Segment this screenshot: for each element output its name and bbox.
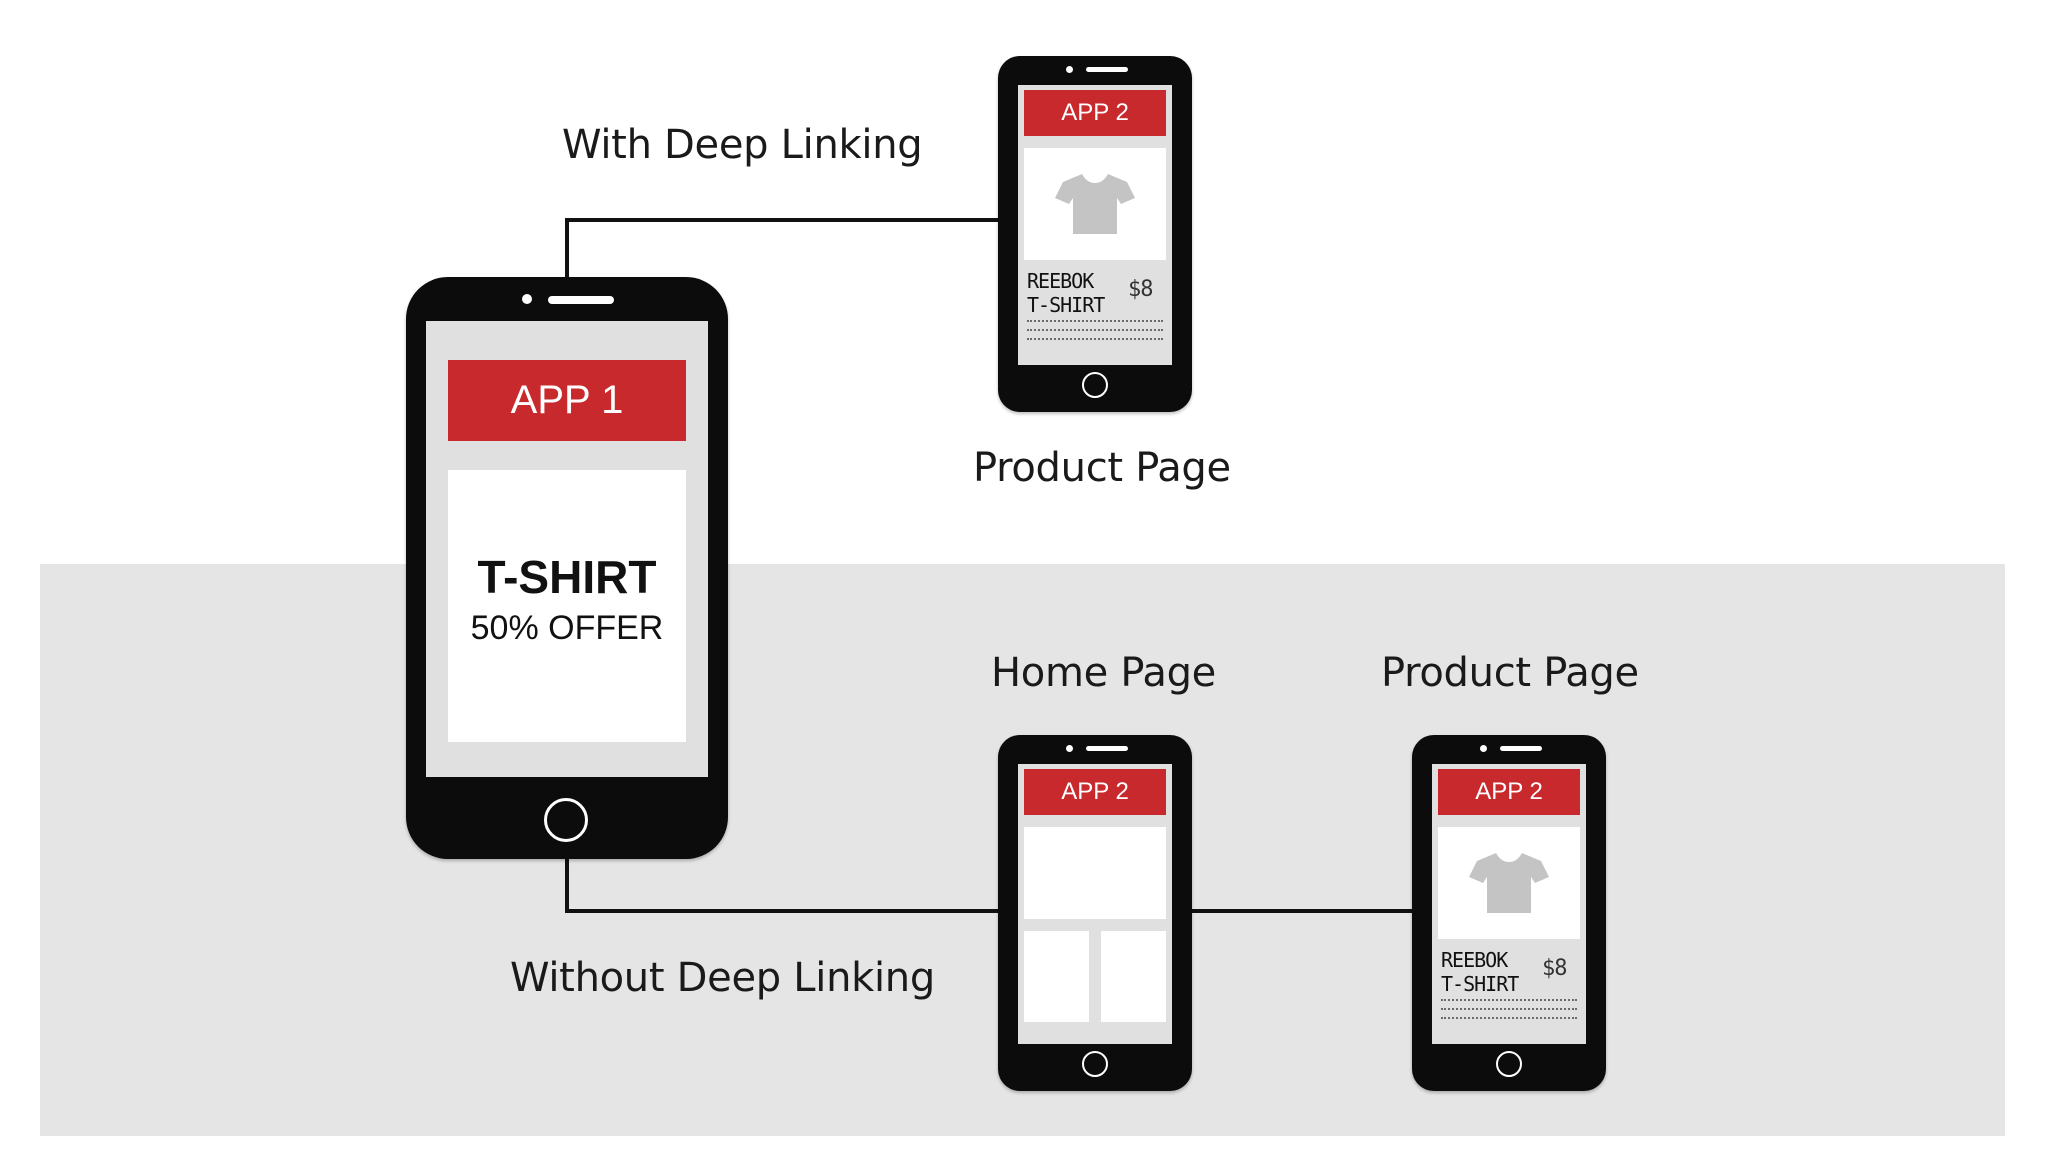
app2-title-bar: APP 2 — [1024, 769, 1166, 815]
app2-product-phone-bottom: APP 2 REEBOK T-SHIRT $8 — [1412, 735, 1606, 1091]
speaker-icon — [1086, 67, 1128, 72]
speaker-icon — [548, 296, 614, 304]
product-brand: REEBOK — [1027, 269, 1094, 293]
without-deep-linking-label: Without Deep Linking — [510, 955, 935, 1001]
product-description-lines — [1441, 999, 1577, 1026]
product-page-top-label: Product Page — [973, 445, 1231, 491]
product-image-panel — [1024, 148, 1166, 260]
home-button-icon — [1082, 1051, 1108, 1077]
product-type: T-SHIRT — [1441, 972, 1519, 996]
deep-link-connector — [565, 218, 998, 277]
app2-product-phone-top: APP 2 REEBOK T-SHIRT $8 — [998, 56, 1192, 412]
app2-title: APP 2 — [1061, 99, 1129, 126]
home-tile-right — [1101, 931, 1166, 1022]
speaker-icon — [1500, 746, 1542, 751]
offer-subtitle: 50% OFFER — [470, 609, 664, 647]
product-price: $8 — [1128, 277, 1153, 302]
camera-icon — [1480, 745, 1487, 752]
home-button-icon — [544, 798, 588, 842]
product-description-lines — [1027, 320, 1163, 347]
tshirt-icon — [1055, 174, 1135, 234]
with-deep-linking-label: With Deep Linking — [562, 122, 923, 168]
app1-phone: APP 1 T-SHIRT 50% OFFER — [406, 277, 728, 859]
product-brand: REEBOK — [1441, 948, 1508, 972]
speaker-icon — [1086, 746, 1128, 751]
app2-title-bar: APP 2 — [1438, 769, 1580, 815]
app2-title: APP 2 — [1475, 778, 1543, 805]
home-hero-panel — [1024, 827, 1166, 919]
tshirt-icon — [1469, 853, 1549, 913]
app2-home-phone: APP 2 — [998, 735, 1192, 1091]
product-price: $8 — [1542, 956, 1567, 981]
product-name: REEBOK T-SHIRT — [1441, 948, 1519, 996]
product-page-bottom-label: Product Page — [1381, 650, 1639, 696]
home-tile-left — [1024, 931, 1089, 1022]
app2-title-bar: APP 2 — [1024, 90, 1166, 136]
no-deep-link-connector — [565, 859, 998, 913]
camera-icon — [1066, 745, 1073, 752]
offer-title: T-SHIRT — [477, 551, 657, 603]
offer-banner[interactable]: T-SHIRT 50% OFFER — [448, 470, 686, 742]
app1-title: APP 1 — [510, 378, 624, 422]
product-type: T-SHIRT — [1027, 293, 1105, 317]
camera-icon — [1066, 66, 1073, 73]
app1-title-bar: APP 1 — [448, 360, 686, 441]
camera-icon — [522, 294, 532, 304]
product-image-panel — [1438, 827, 1580, 939]
home-button-icon — [1496, 1051, 1522, 1077]
home-button-icon — [1082, 372, 1108, 398]
product-name: REEBOK T-SHIRT — [1027, 269, 1105, 317]
home-page-label: Home Page — [991, 650, 1216, 696]
app2-title: APP 2 — [1061, 778, 1129, 805]
